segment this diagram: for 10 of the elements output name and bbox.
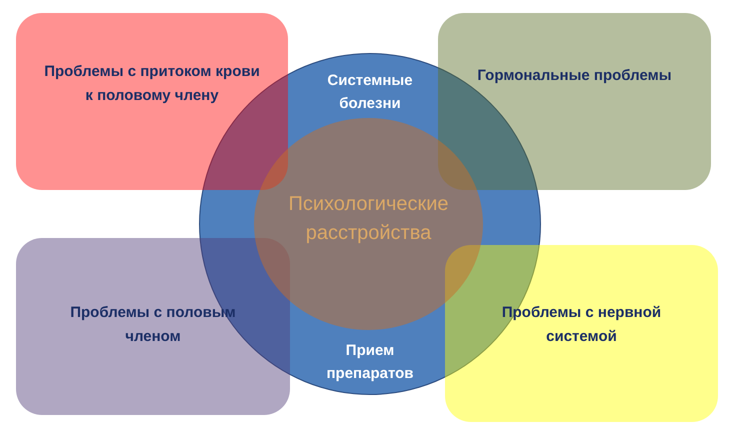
circle-label: Психологические расстройства <box>287 192 450 246</box>
circle-label: Системные болезни <box>326 71 414 114</box>
category-panel <box>445 245 718 422</box>
category-panel <box>16 13 288 190</box>
category-panel <box>16 238 290 415</box>
category-panel <box>438 13 711 190</box>
panel-label: Проблемы с нервной системой <box>500 303 662 347</box>
panel-label: Проблемы с притоком крови к половому члену <box>43 62 261 106</box>
circle-label: Прием препаратов <box>325 341 414 384</box>
panel-label: Гормональные проблемы <box>477 66 672 86</box>
